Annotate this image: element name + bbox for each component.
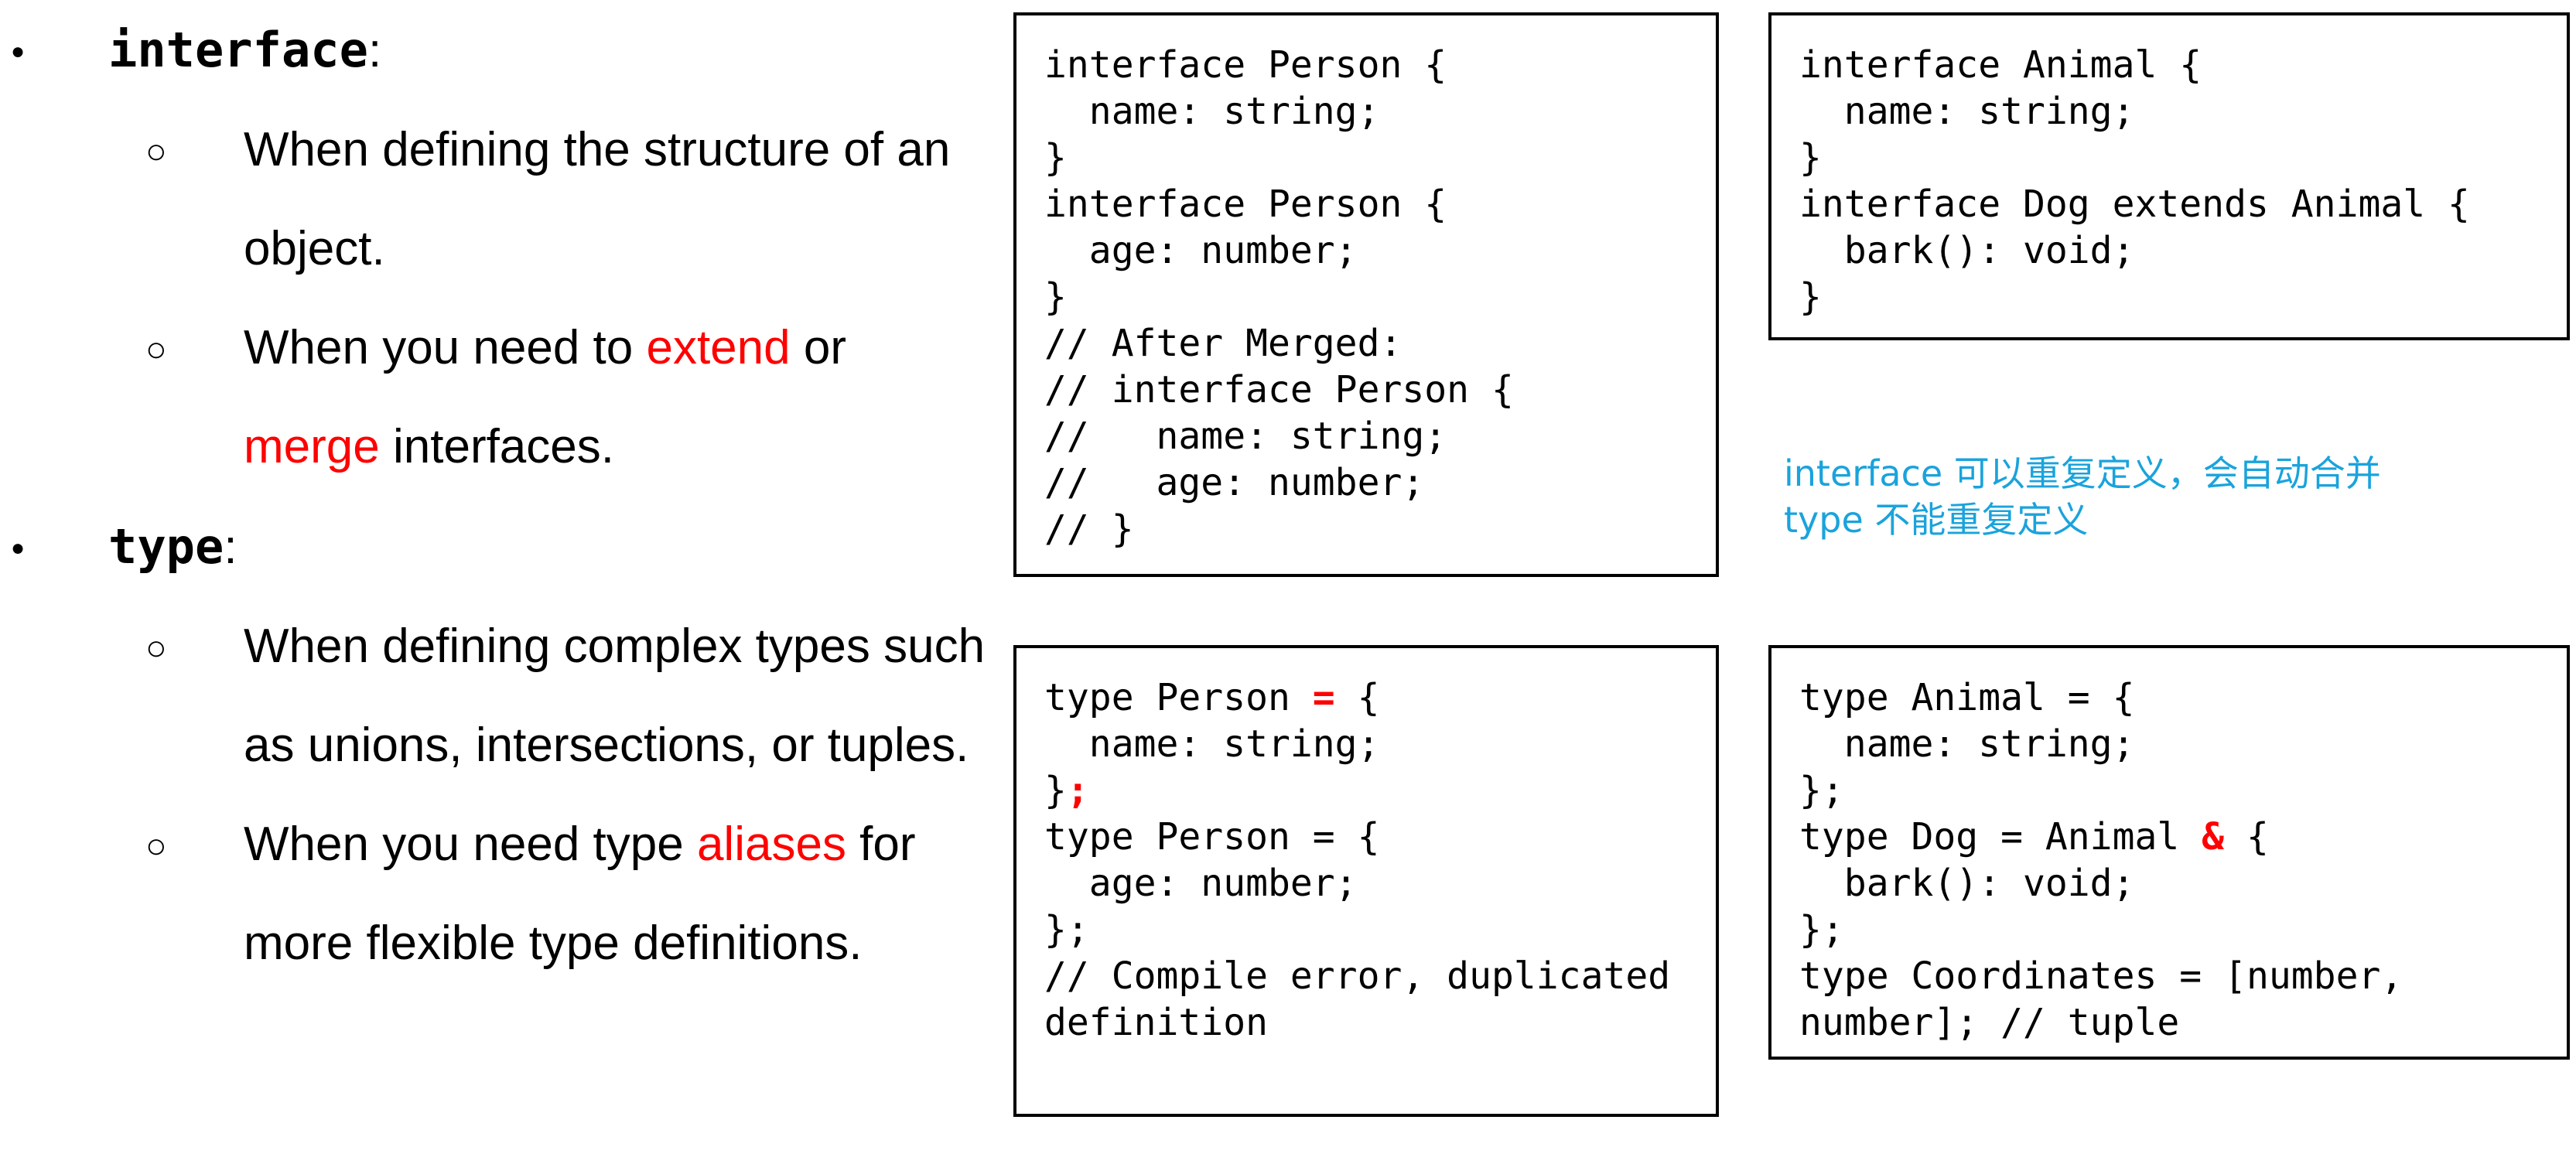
type-heading: type: xyxy=(108,518,237,575)
highlight-aliases: aliases xyxy=(696,818,846,871)
highlight-extend: extend xyxy=(646,321,791,374)
code-line: }; xyxy=(1799,908,1844,951)
type-item-2-line-2: more flexible type definitions. xyxy=(244,917,863,970)
code-line: } xyxy=(1799,275,1822,319)
interface-heading: interface: xyxy=(108,22,381,78)
code-line: type Person = { xyxy=(1044,815,1380,859)
code-line: interface Person { xyxy=(1044,43,1447,87)
code-line: name: string; xyxy=(1044,90,1380,133)
code-line: name: string; xyxy=(1799,722,2135,766)
code-line: type Person = { xyxy=(1044,676,1380,719)
code-line: interface Animal { xyxy=(1799,43,2202,87)
code-box-interface-merge: interface Person { name: string; } inter… xyxy=(1013,12,1719,577)
code-line: // Compile error, duplicated xyxy=(1044,954,1671,998)
code-line: }; xyxy=(1799,769,1844,812)
code-line: // } xyxy=(1044,507,1134,551)
code-line: // After Merged: xyxy=(1044,322,1402,365)
code-line: type Dog = Animal & { xyxy=(1799,815,2269,859)
interface-item-2-line-2: merge interfaces. xyxy=(244,420,614,473)
interface-colon: : xyxy=(367,24,382,77)
bullet-dot: ● xyxy=(11,39,26,64)
code-line: } xyxy=(1044,136,1067,179)
code-line: age: number; xyxy=(1044,229,1358,272)
note-line-2: type 不能重复定义 xyxy=(1784,499,2089,541)
code-line: }; xyxy=(1044,908,1089,951)
code-box-type-duplicate: type Person = { name: string; }; type Pe… xyxy=(1013,645,1719,1117)
code-line: bark(): void; xyxy=(1799,229,2135,272)
interface-term: interface xyxy=(108,22,368,78)
type-item-1-line-2: as unions, intersections, or tuples. xyxy=(244,719,969,772)
sub-bullet-circle: ○ xyxy=(145,131,167,171)
sub-bullet-circle: ○ xyxy=(145,329,167,369)
highlight-merge: merge xyxy=(244,420,380,473)
code-line: // name: string; xyxy=(1044,415,1447,458)
code-line: // interface Person { xyxy=(1044,368,1514,411)
type-term: type xyxy=(108,518,224,575)
code-box-type-intersection: type Animal = { name: string; }; type Do… xyxy=(1768,645,2570,1060)
code-line: number]; // tuple xyxy=(1799,1001,2180,1044)
note-line-1: interface 可以重复定义，会自动合并 xyxy=(1784,452,2381,494)
code-line: name: string; xyxy=(1044,722,1380,766)
sub-bullet-circle: ○ xyxy=(145,627,167,667)
red-ampersand: & xyxy=(2202,815,2225,859)
interface-item-1-line-2: object. xyxy=(244,222,385,275)
sub-bullet-circle: ○ xyxy=(145,825,167,866)
code-line: type Coordinates = [number, xyxy=(1799,954,2403,998)
code-box-interface-extend: interface Animal { name: string; } inter… xyxy=(1768,12,2570,340)
red-equals: = xyxy=(1312,676,1335,719)
type-item-2-line-1: When you need type aliases for xyxy=(244,818,916,871)
code-line: }; xyxy=(1044,769,1089,812)
interface-item-1-line-1: When defining the structure of an xyxy=(244,123,951,176)
interface-item-2-line-1: When you need to extend or xyxy=(244,321,846,374)
type-item-1-line-1: When defining complex types such xyxy=(244,620,986,673)
code-line: interface Person { xyxy=(1044,183,1447,226)
code-line: bark(): void; xyxy=(1799,862,2135,905)
red-semicolon: ; xyxy=(1066,769,1089,812)
code-line: // age: number; xyxy=(1044,461,1425,504)
code-line: } xyxy=(1799,136,1822,179)
code-line: } xyxy=(1044,275,1067,319)
code-line: age: number; xyxy=(1044,862,1358,905)
code-line: type Animal = { xyxy=(1799,676,2135,719)
code-line: interface Dog extends Animal { xyxy=(1799,183,2470,226)
type-colon: : xyxy=(224,521,237,574)
code-line: name: string; xyxy=(1799,90,2135,133)
bullet-dot: ● xyxy=(11,535,26,561)
code-line: definition xyxy=(1044,1001,1268,1044)
